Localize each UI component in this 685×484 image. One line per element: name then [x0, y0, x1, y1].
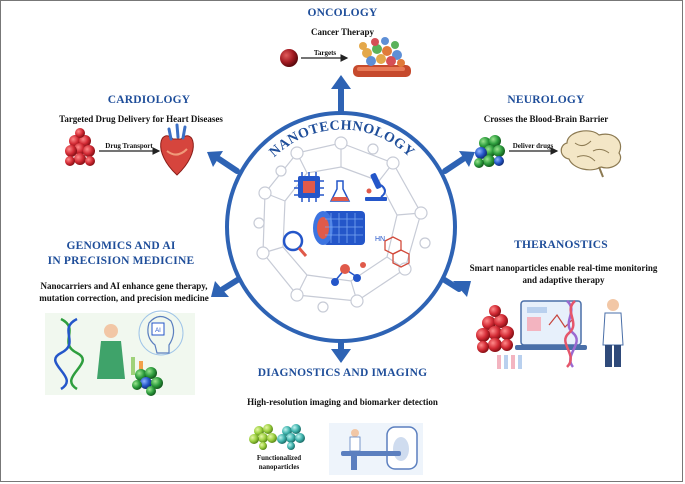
microscope-icon [365, 173, 387, 201]
oncology-arrow-label: Targets [313, 49, 337, 57]
diagnostics-np-line2: nanoparticles [258, 463, 300, 471]
doctor-figure [602, 299, 624, 367]
genomics-title-line1: GENOMICS AND AI [66, 240, 176, 252]
brain-icon [560, 130, 622, 178]
oncology-graphic [280, 37, 411, 77]
monitor-icon [515, 300, 587, 350]
oncology-title: ONCOLOGY [307, 7, 378, 19]
green-nanoparticle-cluster [474, 135, 505, 168]
hub-network [253, 136, 431, 313]
red-nanoparticle-cluster-theranostics [476, 305, 514, 353]
diagnostics-graphic [249, 423, 423, 475]
theranostics-graphic [476, 299, 624, 369]
theranostics-text-line2: and adaptive therapy [522, 275, 605, 285]
theranostics-title: THERANOSTICS [514, 239, 608, 251]
teal-nanoparticles [277, 424, 305, 450]
dna-helix-icon [54, 317, 84, 391]
cardiology-title: CARDIOLOGY [107, 94, 191, 106]
genomics-text-line2: mutation correction, and precision medic… [39, 293, 209, 303]
oncology-subtitle: Cancer Therapy [311, 27, 374, 37]
hn-label: HN [375, 236, 385, 243]
atom-cluster-icon [331, 262, 366, 286]
test-tubes [497, 355, 522, 369]
flask-icon [329, 180, 351, 202]
mri-scanner-icon [329, 423, 423, 475]
neurology-title: NEUROLOGY [507, 94, 585, 106]
neurology-arrow-label: Deliver drugs [512, 142, 554, 150]
green-nanoparticle-cluster-genomics [132, 367, 163, 396]
red-nanoparticle-cluster [65, 128, 95, 166]
ai-head-icon: AI [138, 310, 184, 356]
cardiology-arrow-label: Drug Transport [105, 142, 153, 150]
neurology-graphic [474, 130, 622, 178]
diagnostics-np-line1: Functionalized [256, 454, 302, 462]
nanotube-icon [313, 211, 365, 245]
molecule-icon: HN [375, 236, 410, 268]
neurology-subtitle: Crosses the Blood-Brain Barrier [483, 114, 609, 124]
genomics-graphic: AI [45, 310, 195, 396]
cardiology-graphic [65, 123, 194, 176]
genomics-title-line2: IN PRECISION MEDICINE [47, 255, 195, 267]
magnifier-icon [282, 230, 308, 257]
cardiology-subtitle: Targeted Drug Delivery for Heart Disease… [59, 114, 223, 124]
heart-icon [160, 123, 194, 176]
theranostics-text-line1: Smart nanoparticles enable real-time mon… [469, 263, 658, 273]
diagnostics-subtitle: High-resolution imaging and biomarker de… [247, 397, 438, 407]
diagnostics-title: DIAGNOSTICS AND IMAGING [257, 367, 428, 379]
ai-chip-label: AI [155, 328, 161, 334]
scientist-figure [97, 324, 143, 379]
lime-nanoparticles [249, 424, 277, 450]
genomics-text-line1: Nanocarriers and AI enhance gene therapy… [40, 281, 208, 291]
radial-arrows [207, 75, 475, 363]
chip-icon [294, 172, 324, 202]
dna-helix-theranostics [564, 300, 578, 368]
